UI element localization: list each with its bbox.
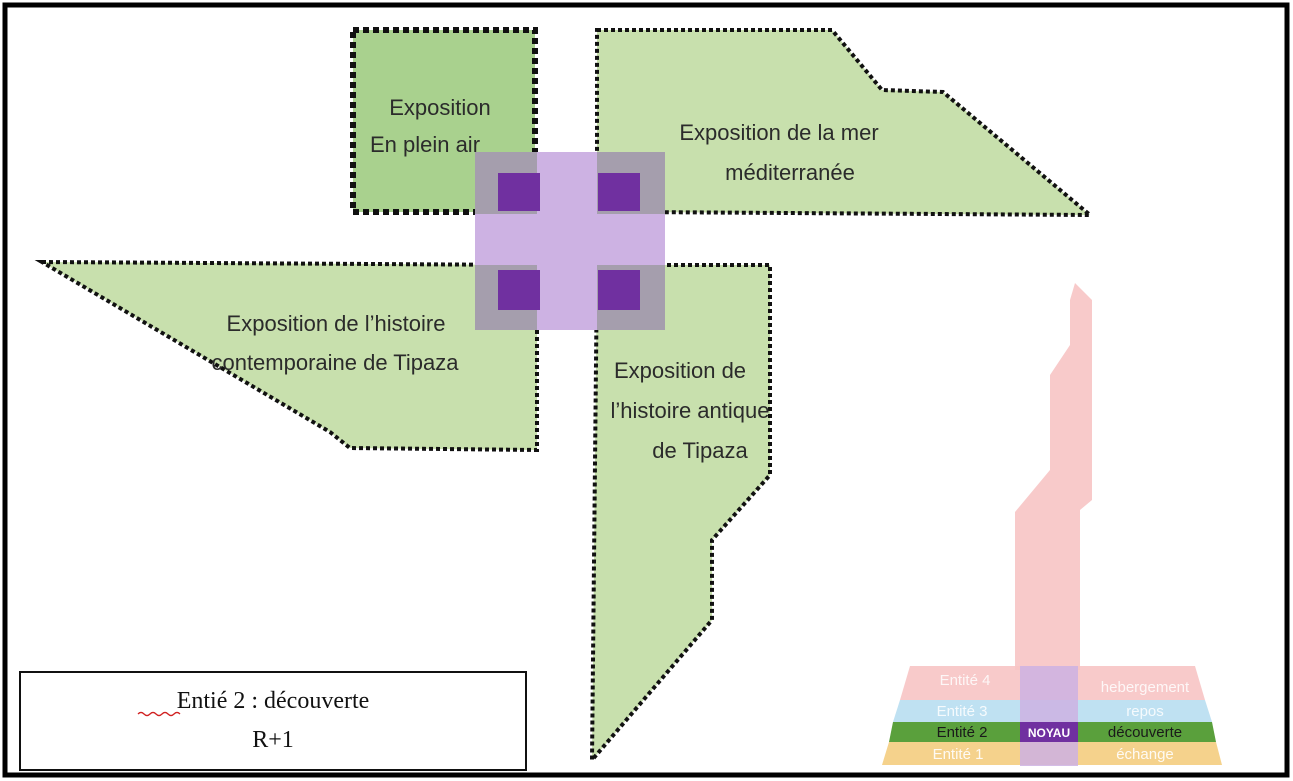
zone-antique: Exposition de l’histoire antique de Tipa…: [589, 263, 772, 766]
spellcheck-underline: [137, 711, 181, 717]
label-hebergement: hebergement: [1101, 679, 1190, 696]
label-repos: repos: [1126, 703, 1164, 720]
label-entite4: Entité 4: [940, 672, 991, 689]
label-echange: échange: [1116, 746, 1174, 763]
noyau-block: [1020, 722, 1078, 742]
legend-title: Entié 2 : découverte: [177, 688, 370, 714]
central-core: [475, 152, 665, 330]
core-block-ne: [598, 173, 640, 211]
legend-title-rest: 2 : découverte: [227, 688, 369, 714]
zone-mer-line2: méditerranée: [725, 160, 855, 185]
legend-title-word: Entié: [177, 688, 228, 714]
entity-stack: NOYAU Entité 4 hebergement Entité 3 repo…: [882, 283, 1222, 766]
zone-mer-line1: Exposition de la mer: [679, 120, 878, 145]
zone-contemporaine: Exposition de l’histoire contemporaine d…: [34, 259, 539, 453]
zone-contemporaine-line1: Exposition de l’histoire: [227, 311, 446, 336]
core-block-se: [598, 270, 640, 310]
label-decouverte: découverte: [1108, 724, 1182, 741]
noyau-column: [1020, 666, 1078, 766]
core-block-nw: [498, 173, 540, 211]
core-block-sw: [498, 270, 540, 310]
zone-plein-air-line1: Exposition: [389, 95, 491, 120]
zone-contemporaine-line2: contemporaine de Tipaza: [211, 350, 459, 375]
label-entite1: Entité 1: [933, 746, 984, 763]
zone-antique-line1: Exposition de: [614, 358, 746, 383]
zone-plein-air-line2: En plein air: [370, 132, 480, 157]
tower-shape: [1015, 283, 1092, 670]
zone-antique-line3: de Tipaza: [652, 438, 748, 463]
label-entite2: Entité 2: [937, 724, 988, 741]
zone-mer: Exposition de la mer méditerranée: [595, 28, 1096, 218]
zone-antique-line2: l’histoire antique: [611, 398, 770, 423]
legend-level: R+1: [252, 727, 294, 753]
noyau-label: NOYAU: [1028, 726, 1070, 740]
legend-box: Entié 2 : découverte R+1: [19, 671, 527, 771]
label-entite3: Entité 3: [937, 703, 988, 720]
